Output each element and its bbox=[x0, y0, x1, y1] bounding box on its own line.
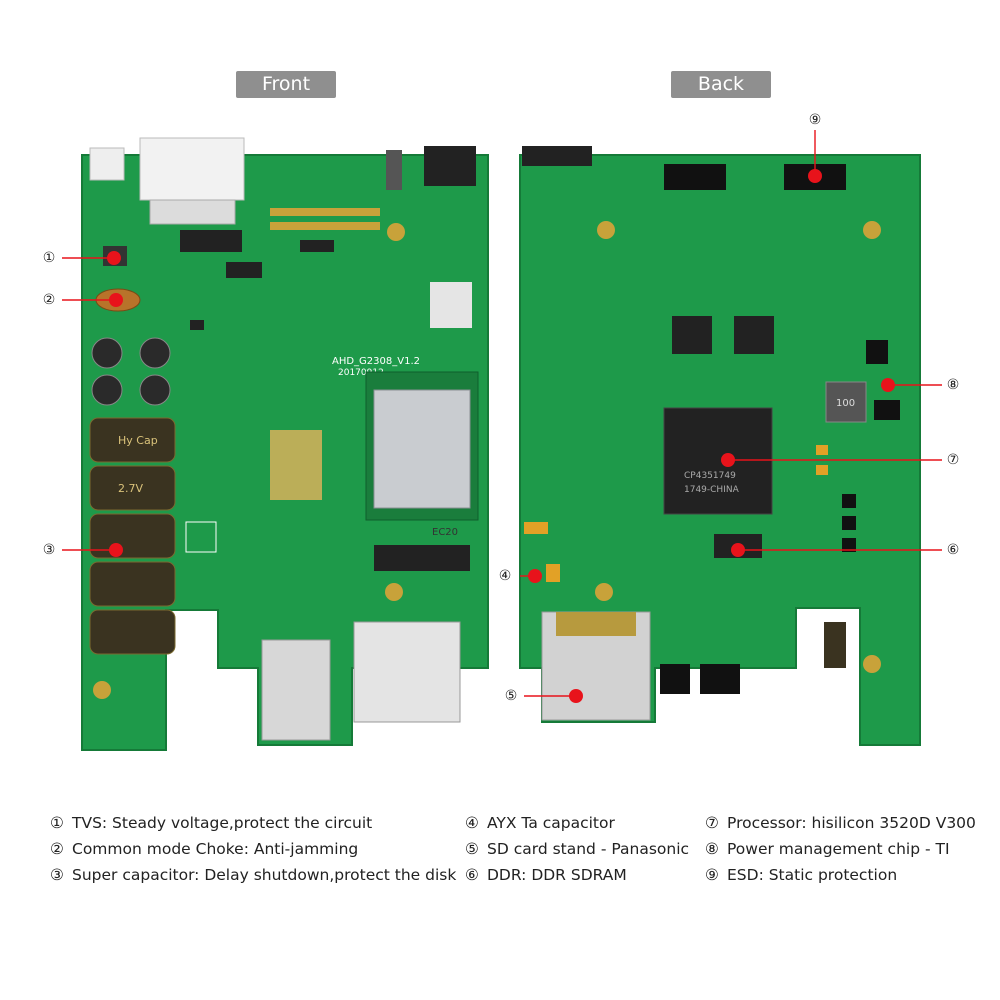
back-board: CP4351749 1749-CHINA 100 bbox=[519, 146, 921, 746]
callout-2: ② bbox=[42, 292, 56, 308]
callout-7: ⑦ bbox=[946, 452, 960, 468]
callout-5: ⑤ bbox=[504, 688, 518, 704]
power-management-chip bbox=[874, 400, 900, 420]
chip-mark: CP4351749 bbox=[684, 471, 736, 481]
callout-9: ⑨ bbox=[808, 112, 822, 128]
callout-6: ⑥ bbox=[946, 542, 960, 558]
callout-markers bbox=[107, 169, 895, 703]
callout-4: ④ bbox=[498, 568, 512, 584]
front-sd-slot-left bbox=[261, 639, 331, 741]
processor-chip bbox=[663, 407, 773, 515]
board-model: AHD_G2308_V1.2 bbox=[332, 356, 420, 367]
chip-origin: 1749-CHINA bbox=[684, 485, 740, 495]
power-connector bbox=[89, 147, 125, 181]
lte-module-label: EC20 bbox=[432, 527, 458, 538]
front-sd-slot-right bbox=[353, 621, 461, 723]
supercap-rating: 2.7V bbox=[118, 482, 143, 495]
board-date: 20170912 bbox=[338, 368, 384, 378]
callout-3: ③ bbox=[42, 542, 56, 558]
main-connector bbox=[139, 137, 245, 201]
callout-8: ⑧ bbox=[946, 377, 960, 393]
front-board: Hy Cap 2.7V AHD_G2308_V1.2 20170912 EC20 bbox=[81, 137, 489, 751]
electrolytic-caps bbox=[91, 337, 171, 406]
supercap-brand: Hy Cap bbox=[118, 434, 158, 447]
front-top-connector bbox=[424, 146, 476, 186]
lte-module bbox=[373, 389, 471, 509]
super-capacitors bbox=[89, 417, 176, 655]
inductor-label: 100 bbox=[836, 398, 855, 409]
sata-connector bbox=[180, 230, 242, 252]
minipcie-slot bbox=[374, 545, 470, 571]
callout-1: ① bbox=[42, 250, 56, 266]
power-inductor bbox=[825, 381, 867, 423]
back-tab: Back bbox=[671, 71, 771, 98]
front-tab: Front bbox=[236, 71, 336, 98]
